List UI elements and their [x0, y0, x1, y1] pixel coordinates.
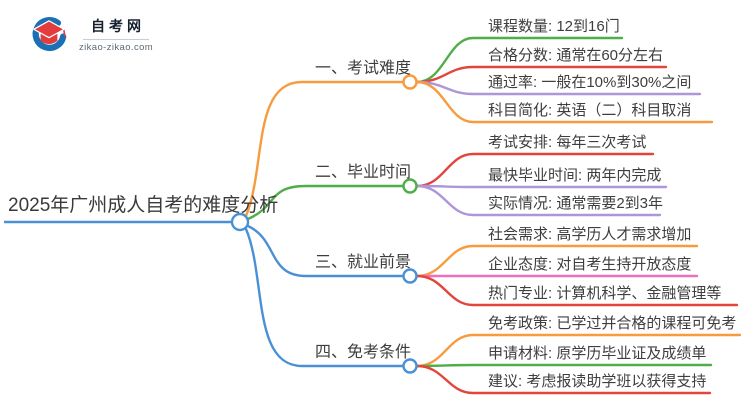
logo-site-name: 自考网 [91, 17, 146, 34]
branch-3-node-circle [402, 268, 418, 284]
leaf-4-3-underline-curve [415, 364, 712, 395]
logo-text-block: 自考网 zikao-zikao.com [79, 16, 153, 53]
logo-domain: zikao-zikao.com [79, 41, 154, 53]
site-logo: 自考网 zikao-zikao.com [28, 13, 153, 55]
leaf-4-1-underline-curve [415, 333, 742, 368]
branch-1-label: 一、考试难度 [315, 60, 412, 77]
central-node-circle [230, 212, 250, 232]
branch-4-curve [244, 227, 405, 368]
leaf-3-1-underline-curve [415, 244, 699, 278]
leaf-1-2-label: 合格分数: 通常在60分左右 [488, 47, 664, 64]
branch-3-curve [246, 224, 405, 278]
logo-divider [83, 38, 150, 40]
leaf-1-3-label: 通过率: 一般在10%到30%之间 [488, 74, 692, 91]
leaf-2-1-label: 考试安排: 每年三次考试 [488, 134, 647, 151]
branch-2-node-circle [402, 178, 418, 194]
central-topic-label: 2025年广州成人自考的难度分析 [8, 195, 279, 216]
branch-3-label: 三、就业前景 [315, 254, 412, 271]
branch-4-node-circle [402, 358, 418, 374]
leaf-1-1-underline-curve [415, 36, 624, 84]
leaf-3-1-label: 社会需求: 高学历人才需求增加 [488, 226, 692, 243]
leaf-1-4-underline-curve [415, 80, 714, 124]
leaf-4-3-label: 建议: 考虑报读助学班以获得支持 [488, 373, 707, 390]
leaf-2-3-label: 实际情况: 通常需要2到3年 [488, 195, 664, 212]
branch-1-node-circle [402, 74, 418, 90]
logo-graduation-cap-icon [32, 17, 67, 51]
leaf-1-4-label: 科目简化: 英语（二）科目取消 [488, 102, 692, 119]
leaf-4-2-underline-curve [415, 363, 713, 368]
leaf-2-1-underline-curve [415, 152, 655, 188]
branch-1-curve [244, 80, 405, 218]
leaf-4-1-label: 免考政策: 已学过并合格的课程可免考 [488, 315, 737, 332]
leaf-2-2-label: 最快毕业时间: 两年内完成 [488, 167, 662, 184]
leaf-2-3-underline-curve [415, 184, 662, 217]
leaf-4-2-label: 申请材料: 原学历毕业证及成绩单 [488, 345, 707, 362]
branch-4-label: 四、免考条件 [315, 344, 412, 361]
leaf-2-2-underline-curve [415, 184, 668, 189]
leaf-3-3-label: 热门专业: 计算机科学、金融管理等 [488, 285, 722, 302]
leaf-3-2-label: 企业态度: 对自考生持开放态度 [488, 256, 692, 273]
leaf-1-1-label: 课程数量: 12到16门 [488, 18, 620, 35]
leaf-3-3-underline-curve [415, 274, 739, 307]
branch-2-curve [246, 184, 405, 221]
branch-2-label: 二、毕业时间 [315, 164, 412, 181]
